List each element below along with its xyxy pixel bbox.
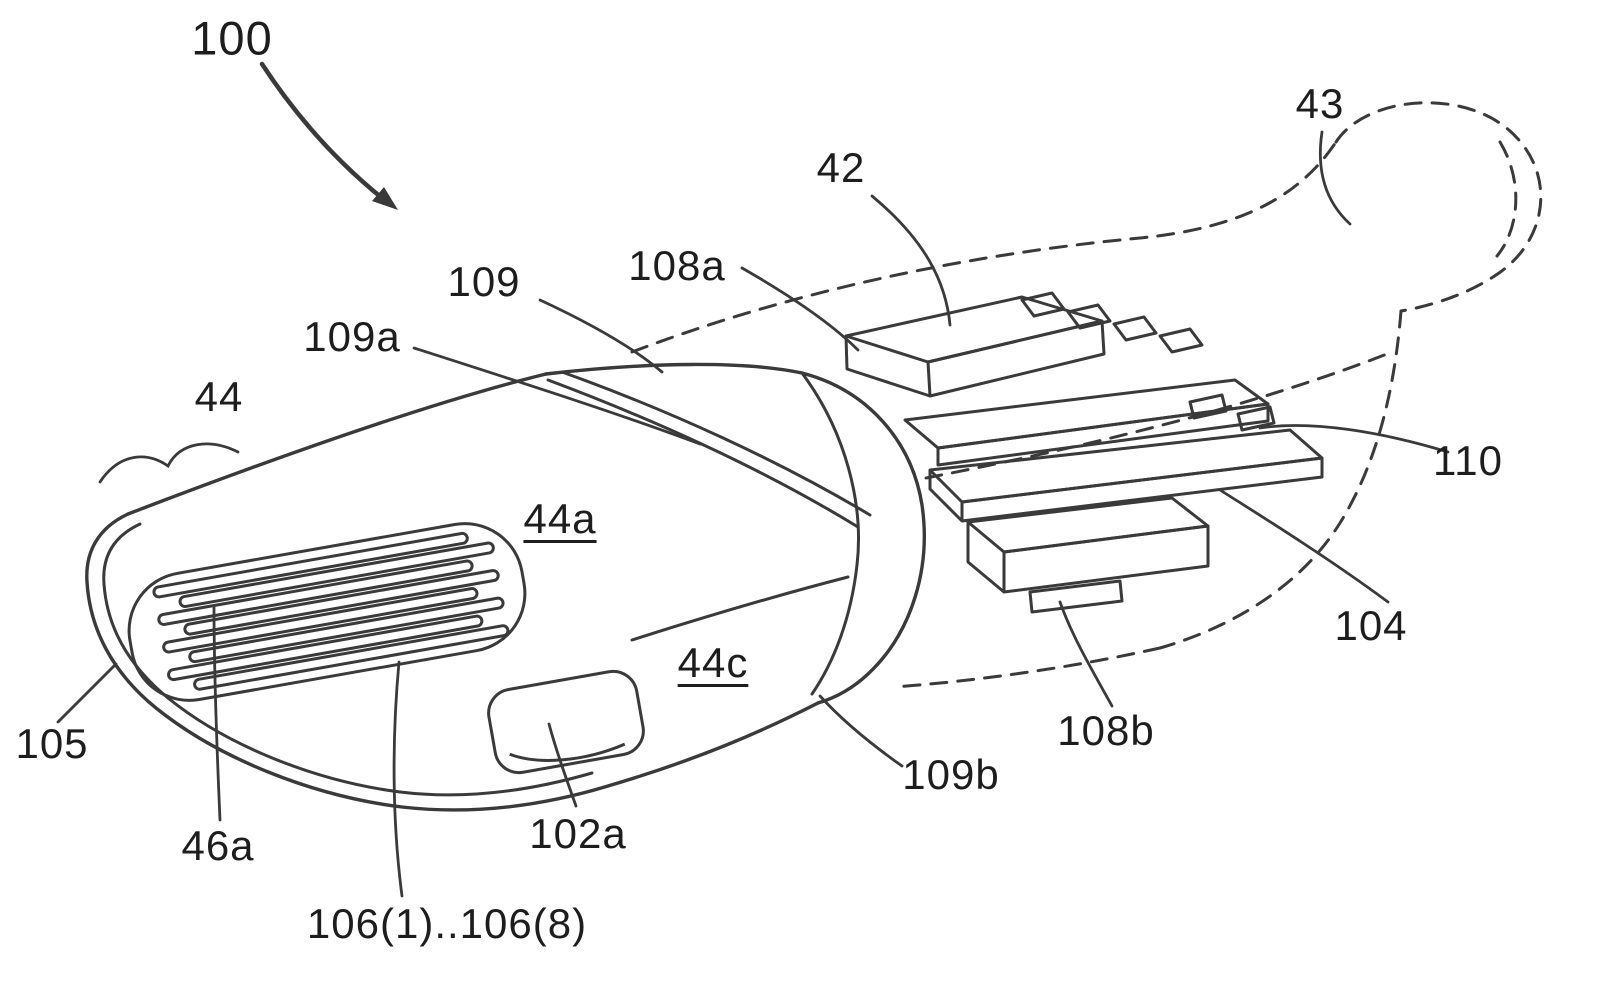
connector-body: [85, 362, 926, 812]
ref-label-44a: 44a: [523, 495, 597, 542]
ref-label-109b: 109b: [902, 751, 1000, 798]
phantom-bottom-edge: [892, 646, 1162, 689]
ref-label-110: 110: [1433, 437, 1503, 484]
leader-109b: [818, 694, 904, 768]
ref-label-108a: 108a: [628, 242, 726, 289]
leader-102a: [547, 722, 578, 808]
ref-label-108b: 108b: [1057, 707, 1155, 754]
arrow-100-head: [372, 187, 398, 210]
ref-label-46a: 46a: [181, 822, 255, 869]
contact-slot: [178, 541, 495, 608]
leader-104: [1218, 488, 1390, 604]
leader-lines: [56, 130, 1450, 898]
mid-slab-front: [936, 402, 1270, 467]
contact-pad-110: [1188, 393, 1228, 420]
contact-finger: [1020, 291, 1066, 318]
ref-label-44: 44: [194, 373, 244, 420]
contact-slot: [162, 587, 479, 654]
leader-108a: [740, 266, 860, 352]
ref-label-42: 42: [816, 144, 866, 191]
opening-depth-line: [509, 742, 626, 762]
top-bevel-line-2: [560, 370, 872, 517]
ref-label-100: 100: [191, 11, 273, 65]
board-104-front: [960, 456, 1324, 523]
brace-44: [98, 442, 240, 484]
body-bottom-outline: [85, 512, 820, 812]
ref-label-106: 106(1)..106(8): [306, 900, 588, 947]
contact-slot: [188, 596, 505, 664]
component-108b-front: [1002, 524, 1210, 594]
leader-110: [1258, 424, 1450, 454]
ref-label-109: 109: [447, 258, 521, 305]
arrow-100-shaft: [259, 61, 385, 201]
leader-42: [870, 194, 952, 327]
phantom-right-loop: [1334, 101, 1543, 313]
ref-label-102a: 102a: [529, 810, 627, 857]
contact-band-outline: [127, 522, 527, 702]
phantom-top-edge: [630, 140, 1338, 354]
component-42-front: [926, 319, 1106, 398]
leader-108b: [1058, 600, 1114, 708]
phantom-hidden-centerline: [924, 350, 1394, 480]
contact-slot: [193, 624, 510, 691]
ref-label-44c: 44c: [677, 639, 749, 686]
arrow-100: [259, 61, 398, 210]
phantom-loop-inner-arc: [1495, 140, 1518, 258]
leader-109: [538, 298, 664, 374]
contact-finger: [1158, 327, 1204, 354]
top-bevel-line-1: [546, 378, 860, 529]
phantom-right-descent: [1158, 309, 1403, 650]
rear-cap-rim: [800, 371, 860, 696]
leader-46a: [212, 604, 222, 822]
contact-finger: [1066, 303, 1112, 330]
side-face-edge: [630, 575, 850, 642]
ref-label-43: 43: [1295, 80, 1345, 127]
body-top-edge: [126, 372, 548, 516]
contact-slot: [183, 569, 500, 636]
ref-label-109a: 109a: [303, 313, 401, 360]
contact-finger: [1112, 315, 1158, 342]
ref-label-105: 105: [15, 720, 89, 767]
phantom-outline-43: [630, 101, 1543, 689]
body-far-top-edge: [544, 362, 804, 376]
leader-105: [56, 662, 118, 724]
component-108b-left: [966, 522, 1005, 594]
contact-slots: [127, 522, 527, 702]
leader-106: [392, 660, 404, 898]
leader-109a: [412, 346, 702, 446]
contact-slot: [152, 531, 469, 599]
body-rear-cap: [800, 371, 926, 705]
contact-pad-110: [1236, 405, 1276, 432]
opening-outline: [487, 669, 645, 775]
contact-slot: [167, 614, 484, 682]
leader-43: [1318, 130, 1352, 226]
internal-components: [844, 291, 1324, 614]
contact-slot: [157, 559, 474, 626]
tip-inner-outline: [102, 522, 594, 797]
component-108b-foot: [1028, 579, 1124, 614]
component-42-left: [844, 335, 931, 398]
ref-label-104: 104: [1334, 602, 1408, 649]
opening-102a: [487, 669, 645, 775]
